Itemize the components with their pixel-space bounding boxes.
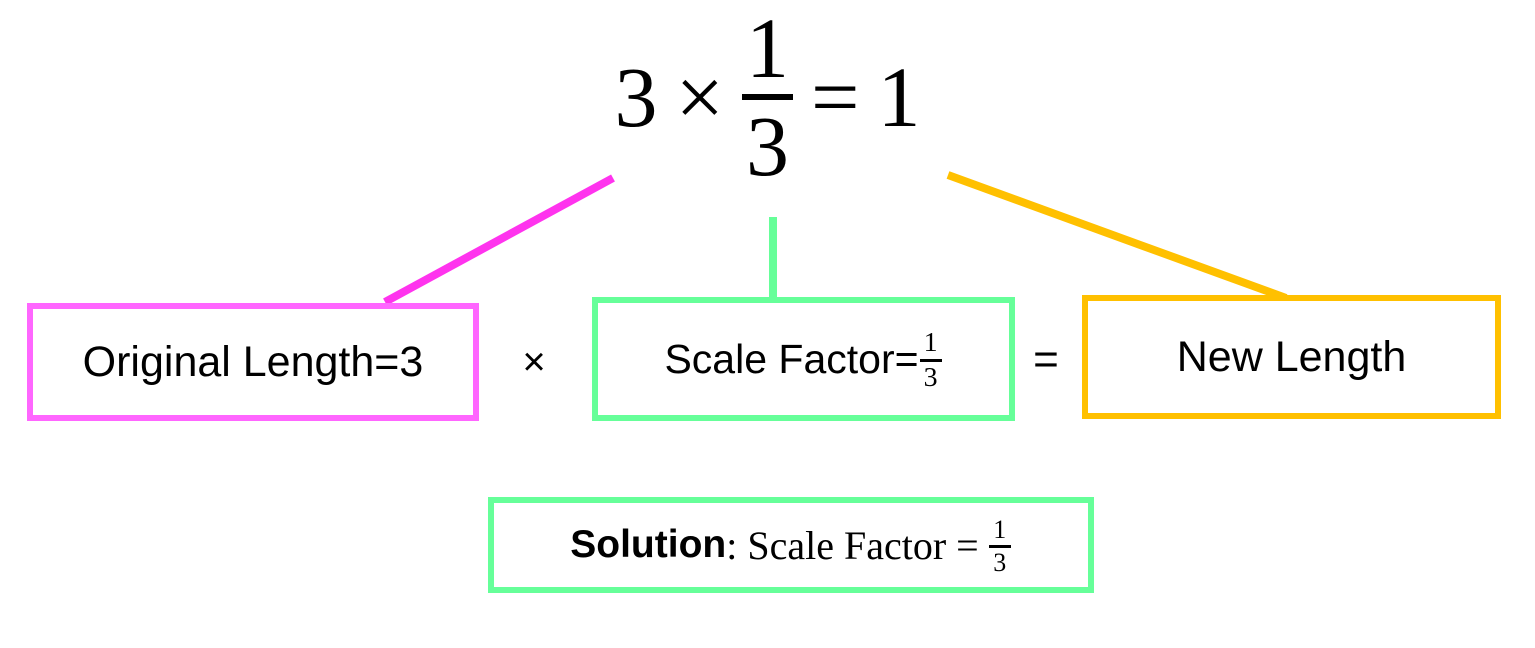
solution-box[interactable]: Solution : Scale Factor = 1 3 bbox=[488, 497, 1094, 593]
solution-fraction: 1 3 bbox=[988, 514, 1011, 577]
original-length-label: Original Length=3 bbox=[82, 337, 424, 386]
scale-factor-label: Scale Factor= 1 3 bbox=[664, 328, 942, 391]
solution-label: Solution : Scale Factor = 1 3 bbox=[570, 516, 1011, 575]
scale-factor-fraction-denominator: 3 bbox=[923, 361, 938, 393]
operator-equals: = bbox=[1033, 335, 1059, 384]
new-length-box[interactable]: New Length bbox=[1082, 295, 1501, 419]
equation-left-operand: 3 bbox=[614, 49, 658, 146]
equation-result: 1 bbox=[877, 49, 921, 146]
equation-fraction: 1 3 bbox=[742, 0, 793, 195]
solution-fraction-numerator: 1 bbox=[993, 514, 1007, 544]
scale-factor-box[interactable]: Scale Factor= 1 3 bbox=[592, 297, 1015, 421]
equation-fraction-bar bbox=[742, 94, 793, 101]
equation-fraction-numerator: 1 bbox=[746, 0, 789, 96]
scale-factor-fraction-numerator: 1 bbox=[923, 326, 938, 358]
new-length-label: New Length bbox=[1176, 332, 1407, 381]
original-length-box[interactable]: Original Length=3 bbox=[27, 303, 479, 421]
orange-connector-line bbox=[946, 171, 1288, 302]
scale-factor-fraction: 1 3 bbox=[919, 326, 942, 393]
top-equation: 3 × 1 3 = 1 bbox=[0, 0, 1535, 195]
solution-fraction-denominator: 3 bbox=[993, 547, 1007, 577]
solution-fraction-bar bbox=[988, 544, 1011, 548]
scale-factor-fraction-bar bbox=[919, 358, 942, 362]
magenta-connector-line bbox=[383, 174, 615, 306]
operator-times: × bbox=[522, 340, 546, 384]
scale-factor-label-text: Scale Factor= bbox=[664, 335, 919, 382]
equation-fraction-denominator: 3 bbox=[746, 98, 789, 195]
equation-times-operator: × bbox=[675, 49, 724, 146]
solution-rest-text: : Scale Factor = bbox=[726, 522, 979, 568]
solution-word: Solution bbox=[570, 523, 727, 566]
equation-equals-operator: = bbox=[811, 49, 860, 146]
top-equation-row: 3 × 1 3 = 1 bbox=[614, 0, 921, 195]
